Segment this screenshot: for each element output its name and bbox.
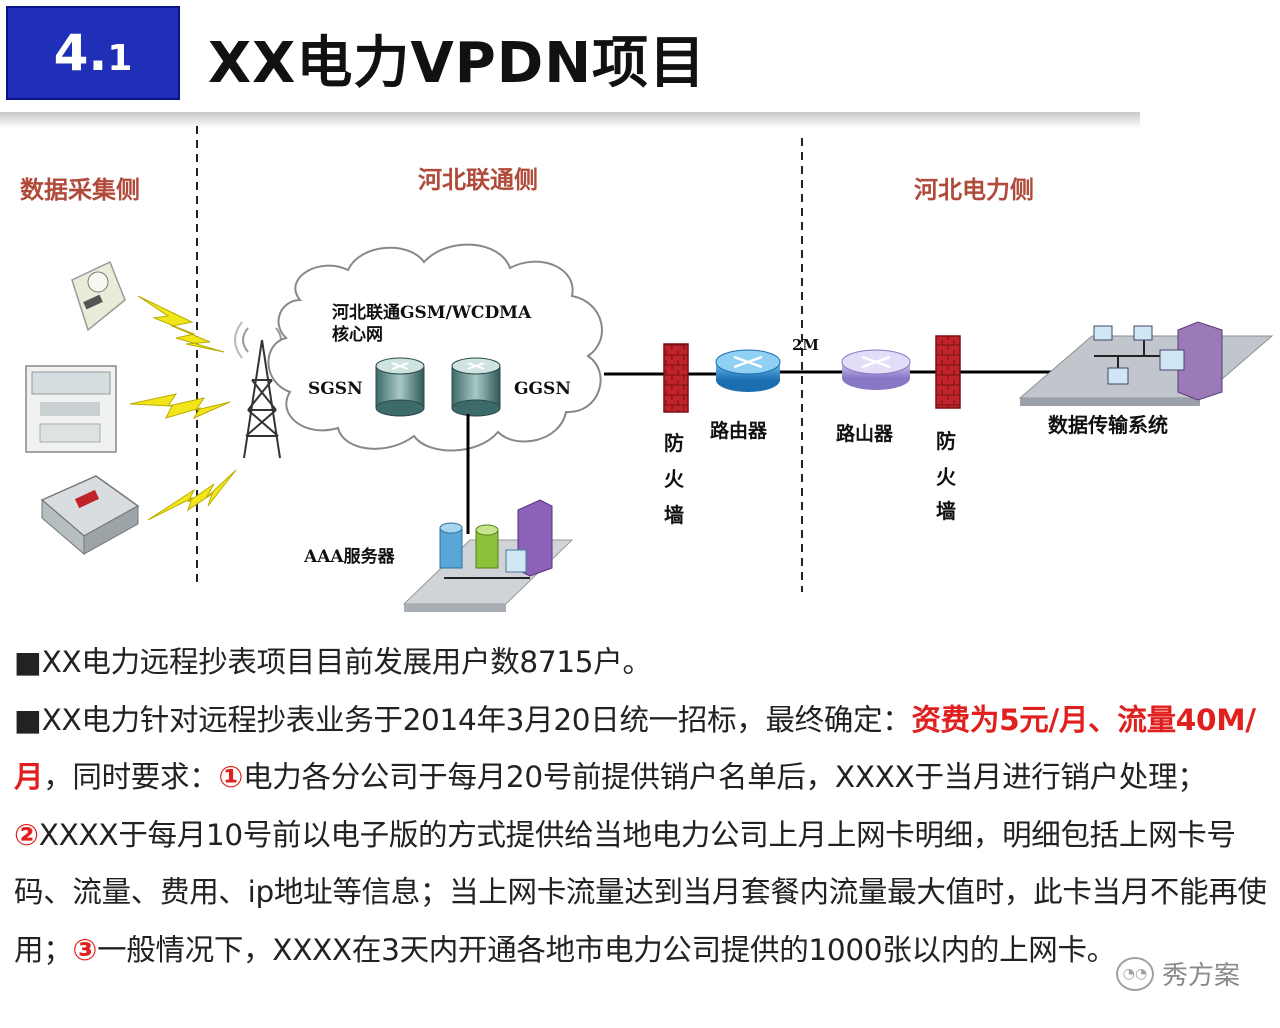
- zone-label-collect: 数据采集侧: [20, 175, 140, 204]
- meter-device-3: [42, 476, 138, 554]
- router-1-icon: [716, 350, 780, 392]
- meter-device-1: [72, 262, 125, 330]
- body-text: ■XX电力远程抄表项目目前发展用户数8715户。 ■XX电力针对远程抄表业务于2…: [14, 634, 1276, 979]
- core-network-cloud: [268, 245, 601, 451]
- firewall-1-label-char-3: 墙: [664, 503, 684, 527]
- aaa-server-icon: [404, 500, 572, 612]
- zone-label-power: 河北电力侧: [914, 175, 1034, 204]
- requirement-number-3: ③: [72, 933, 97, 967]
- requirement-number-1: ①: [218, 760, 243, 794]
- watermark-text: 秀方案: [1162, 955, 1240, 992]
- zone-label-unicom: 河北联通侧: [418, 165, 538, 194]
- paragraph-tender-details: ■XX电力针对远程抄表业务于2014年3月20日统一招标，最终确定：资费为5元/…: [14, 692, 1276, 980]
- router-2-icon: [842, 350, 910, 390]
- aaa-server-label: AAA服务器: [303, 546, 396, 567]
- link-speed-label: 2M: [792, 336, 819, 354]
- firewall-1-label-char-1: 防: [664, 431, 684, 455]
- network-diagram: 数据采集侧 河北联通侧 河北电力侧 河北联通: [0, 0, 1280, 630]
- tender-intro: ■XX电力针对远程抄表业务于2014年3月20日统一招标，最终确定：: [14, 703, 911, 737]
- paragraph-user-count: ■XX电力远程抄表项目目前发展用户数8715户。: [14, 634, 1276, 692]
- wechat-icon: ◔◔: [1116, 957, 1154, 991]
- lightning-bolt-1: [138, 296, 224, 352]
- router-2-label: 路山器: [836, 422, 894, 445]
- lightning-bolt-3: [148, 470, 236, 520]
- firewall-1-icon: [664, 344, 688, 412]
- requirements-intro: ，同时要求：: [43, 760, 218, 794]
- requirement-3-text: 一般情况下，XXXX在3天内开通各地市电力公司提供的1000张以内的上网卡。: [97, 933, 1116, 967]
- firewall-2-label-char-2: 火: [936, 465, 957, 489]
- meter-device-2: [26, 366, 116, 452]
- firewall-2-label-char-1: 防: [936, 429, 956, 453]
- requirement-1-text: 电力各分公司于每月20号前提供销户名单后，XXXX于当月进行销户处理；: [243, 760, 1206, 794]
- ggsn-node-icon: [452, 358, 500, 416]
- core-network-label-line1: 河北联通GSM/WCDMA: [332, 303, 532, 323]
- sgsn-node-icon: [376, 358, 424, 416]
- data-system-icon: [1020, 322, 1272, 406]
- sgsn-label: SGSN: [308, 379, 363, 399]
- data-system-label: 数据传输系统: [1048, 413, 1168, 437]
- ggsn-label: GGSN: [514, 379, 571, 399]
- lightning-bolt-2: [130, 394, 230, 418]
- firewall-1-label-char-2: 火: [664, 467, 685, 491]
- core-network-label-line2: 核心网: [332, 324, 383, 345]
- firewall-2-icon: [936, 336, 960, 408]
- requirement-number-2: ②: [14, 818, 39, 852]
- firewall-2-label-char-3: 墙: [936, 499, 956, 523]
- watermark: ◔◔ 秀方案: [1116, 955, 1240, 992]
- router-1-label: 路由器: [710, 419, 768, 442]
